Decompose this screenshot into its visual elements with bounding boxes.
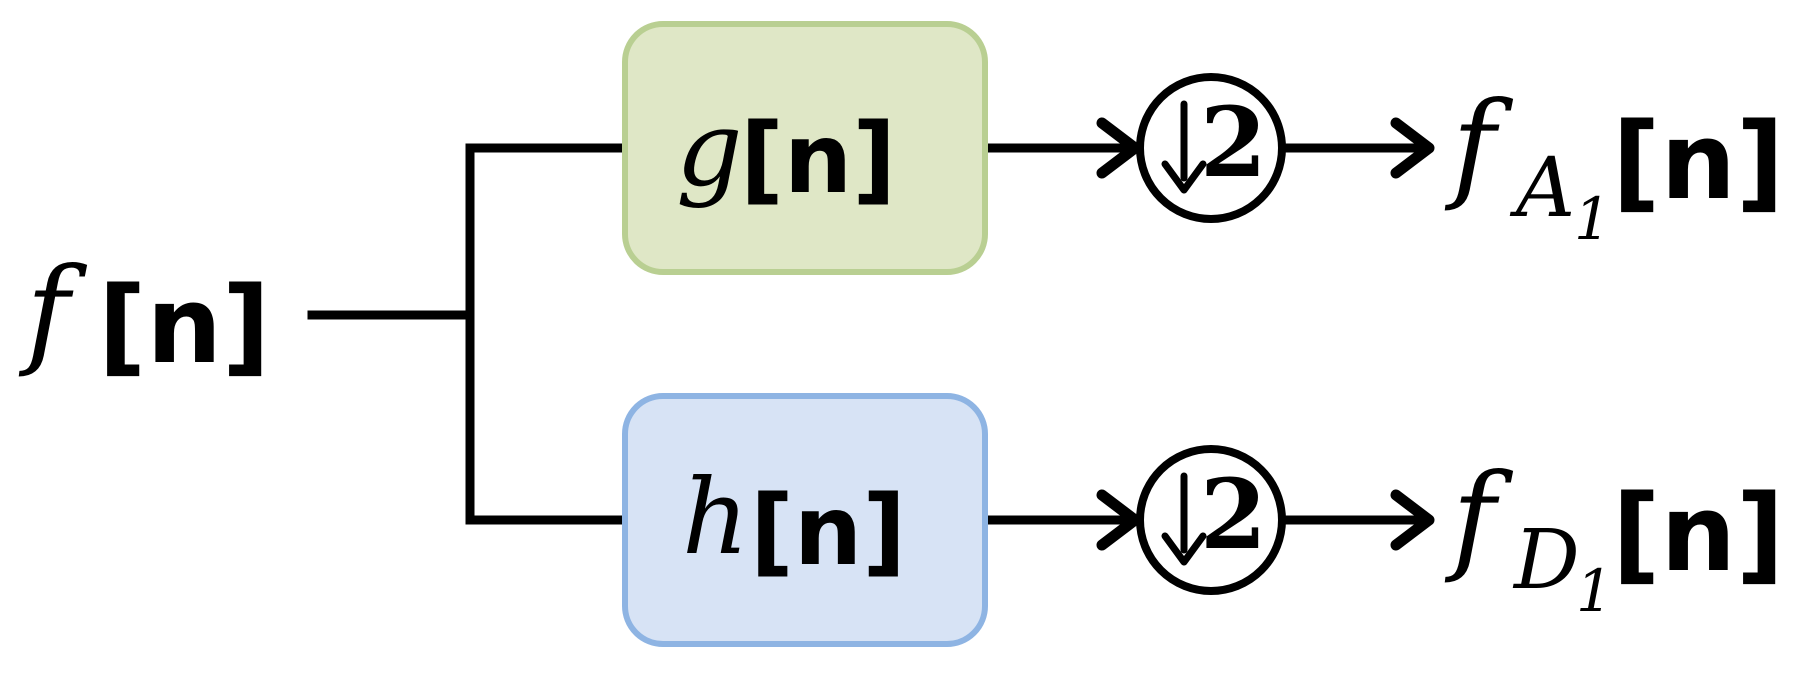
filter-h-box xyxy=(622,393,988,647)
filter-g-bracket: [n] xyxy=(740,103,896,215)
filter-g-box xyxy=(622,21,988,275)
output-label-detail: f D 1 [n] xyxy=(1444,448,1784,625)
output-bottom-sub-subscript: 1 xyxy=(1576,557,1613,625)
downsampler-top: 2 xyxy=(1136,73,1286,223)
input-signal-label: f [n] xyxy=(18,242,270,387)
output-top-sub-subscript: 1 xyxy=(1574,185,1611,253)
filter-h-bracket: [n] xyxy=(750,475,906,587)
output-top-bracket: [n] xyxy=(1612,100,1784,223)
downsampler-top-factor: 2 xyxy=(1200,86,1267,199)
input-bracket: [n] xyxy=(98,264,270,387)
output-top-symbol: f xyxy=(1444,76,1514,214)
arrowhead-into-downsampler-top xyxy=(1096,117,1141,179)
output-bottom-bracket: [n] xyxy=(1612,472,1784,595)
filter-h-node: h [n] xyxy=(622,393,988,647)
down-arrow-icon xyxy=(1161,472,1207,566)
downsampler-bottom: 2 xyxy=(1136,445,1286,595)
filter-h-symbol: h xyxy=(682,456,749,578)
connector-wires xyxy=(307,117,1435,551)
arrowhead-output-top xyxy=(1390,117,1435,179)
input-symbol: f xyxy=(18,242,88,380)
down-arrow-icon xyxy=(1161,100,1207,194)
filter-g-node: g [n] xyxy=(622,21,988,275)
arrowhead-output-bottom xyxy=(1390,489,1435,551)
filter-g-symbol: g xyxy=(676,88,743,210)
output-label-approximation: f A 1 [n] xyxy=(1444,76,1784,253)
output-top-subscript: A xyxy=(1509,141,1575,236)
output-bottom-symbol: f xyxy=(1444,448,1514,586)
output-bottom-subscript: D xyxy=(1512,513,1580,608)
downsampler-bottom-factor: 2 xyxy=(1200,458,1267,571)
arrowhead-into-downsampler-bottom xyxy=(1096,489,1141,551)
